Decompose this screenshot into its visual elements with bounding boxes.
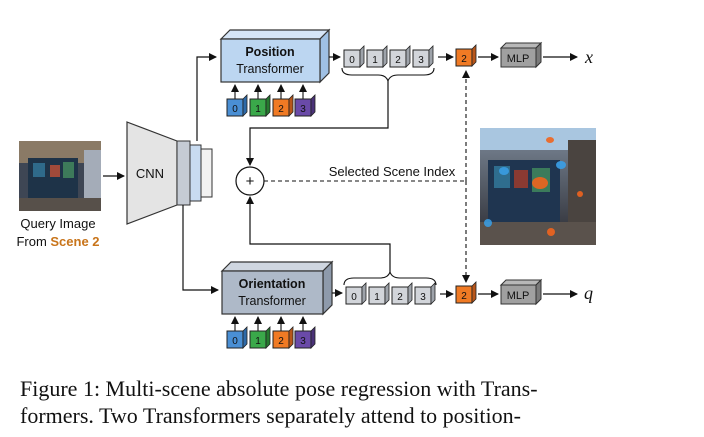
scene-token-label: 3: [300, 336, 306, 347]
query-from-text: From: [16, 234, 50, 249]
output-token: 2: [389, 45, 411, 68]
position-transformer-block: [219, 28, 331, 84]
cnn-block: [126, 121, 213, 225]
output-token-label: 0: [351, 292, 357, 303]
output-token-label: 3: [420, 292, 426, 303]
output-token-label: 1: [372, 55, 378, 66]
scene-token: 2: [272, 316, 294, 349]
query-image: [19, 141, 101, 211]
scene-token-label: 0: [232, 104, 238, 115]
scene-token: 2: [272, 84, 294, 117]
scene-token-label: 2: [278, 336, 284, 347]
selected-orientation-token-label: 2: [461, 291, 467, 302]
pose-regression-diagram: Query Image From Scene 2 CNN Position Tr…: [16, 28, 596, 349]
query-image-label-line1: Query Image: [20, 216, 95, 231]
output-token-label: 0: [349, 55, 355, 66]
output-token: 1: [368, 282, 390, 305]
position-token-brace: [341, 67, 435, 83]
output-token: 2: [391, 282, 413, 305]
query-scene-text: Scene 2: [50, 234, 99, 249]
position-mlp-label: MLP: [507, 53, 530, 65]
output-token: 0: [345, 282, 367, 305]
arrow-position-to-sum: [246, 81, 389, 166]
orientation-token-brace: [343, 270, 437, 286]
scene-token-label: 1: [255, 104, 261, 115]
output-q: q: [584, 283, 593, 303]
selected-position-token-label: 2: [461, 54, 467, 65]
orientation-transformer-title: Orientation: [239, 277, 306, 291]
caption-line-2: formers. Two Transformers separately att…: [20, 403, 521, 428]
output-x: x: [584, 47, 593, 67]
orientation-mlp-label: MLP: [507, 290, 530, 302]
output-token-label: 2: [397, 292, 403, 303]
scene-token: 3: [294, 84, 316, 117]
output-token: 1: [366, 45, 388, 68]
output-token: 3: [412, 45, 434, 68]
position-transformer-title: Position: [245, 45, 294, 59]
position-transformer-subtitle: Transformer: [236, 62, 304, 76]
scene-token: 3: [294, 316, 316, 349]
position-mlp: MLP: [499, 41, 543, 69]
sum-symbol: +: [246, 173, 255, 190]
scene-token-label: 2: [278, 104, 284, 115]
output-token-label: 2: [395, 55, 401, 66]
figure-caption: Figure 1: Multi-scene absolute pose regr…: [20, 375, 700, 429]
output-token-label: 3: [418, 55, 424, 66]
position-scene-tokens: 0 1 2 3: [226, 84, 316, 117]
scene-token: 1: [249, 84, 271, 117]
scene-token-label: 1: [255, 336, 261, 347]
orientation-transformer-block: [220, 260, 334, 316]
orientation-mlp: MLP: [499, 278, 543, 306]
scene-token-label: 0: [232, 336, 238, 347]
arrow-cnn-to-position: [196, 53, 217, 141]
output-token: 0: [343, 45, 365, 68]
scene-token: 0: [226, 316, 248, 349]
selected-orientation-token: 2: [455, 281, 477, 304]
output-token: 3: [414, 282, 436, 305]
selected-position-token: 2: [455, 44, 477, 67]
orientation-transformer-subtitle: Transformer: [238, 294, 306, 308]
output-token-label: 1: [374, 292, 380, 303]
query-image-label-line2: From Scene 2: [16, 234, 99, 249]
arrow-orientation-to-sum: [246, 196, 391, 272]
scene-token: 0: [226, 84, 248, 117]
orientation-output-tokens: 0 1 2 3: [345, 282, 436, 305]
orientation-scene-tokens: 0 1 2 3: [226, 316, 316, 349]
caption-line-1: Figure 1: Multi-scene absolute pose regr…: [20, 376, 538, 401]
scene-token: 1: [249, 316, 271, 349]
scene-token-label: 3: [300, 104, 306, 115]
selected-scene-index-label: Selected Scene Index: [329, 164, 456, 179]
attention-scene-image: [480, 128, 596, 245]
arrow-cnn-to-orientation: [182, 205, 219, 294]
cnn-label: CNN: [136, 166, 164, 181]
position-output-tokens: 0 1 2 3: [343, 45, 434, 68]
